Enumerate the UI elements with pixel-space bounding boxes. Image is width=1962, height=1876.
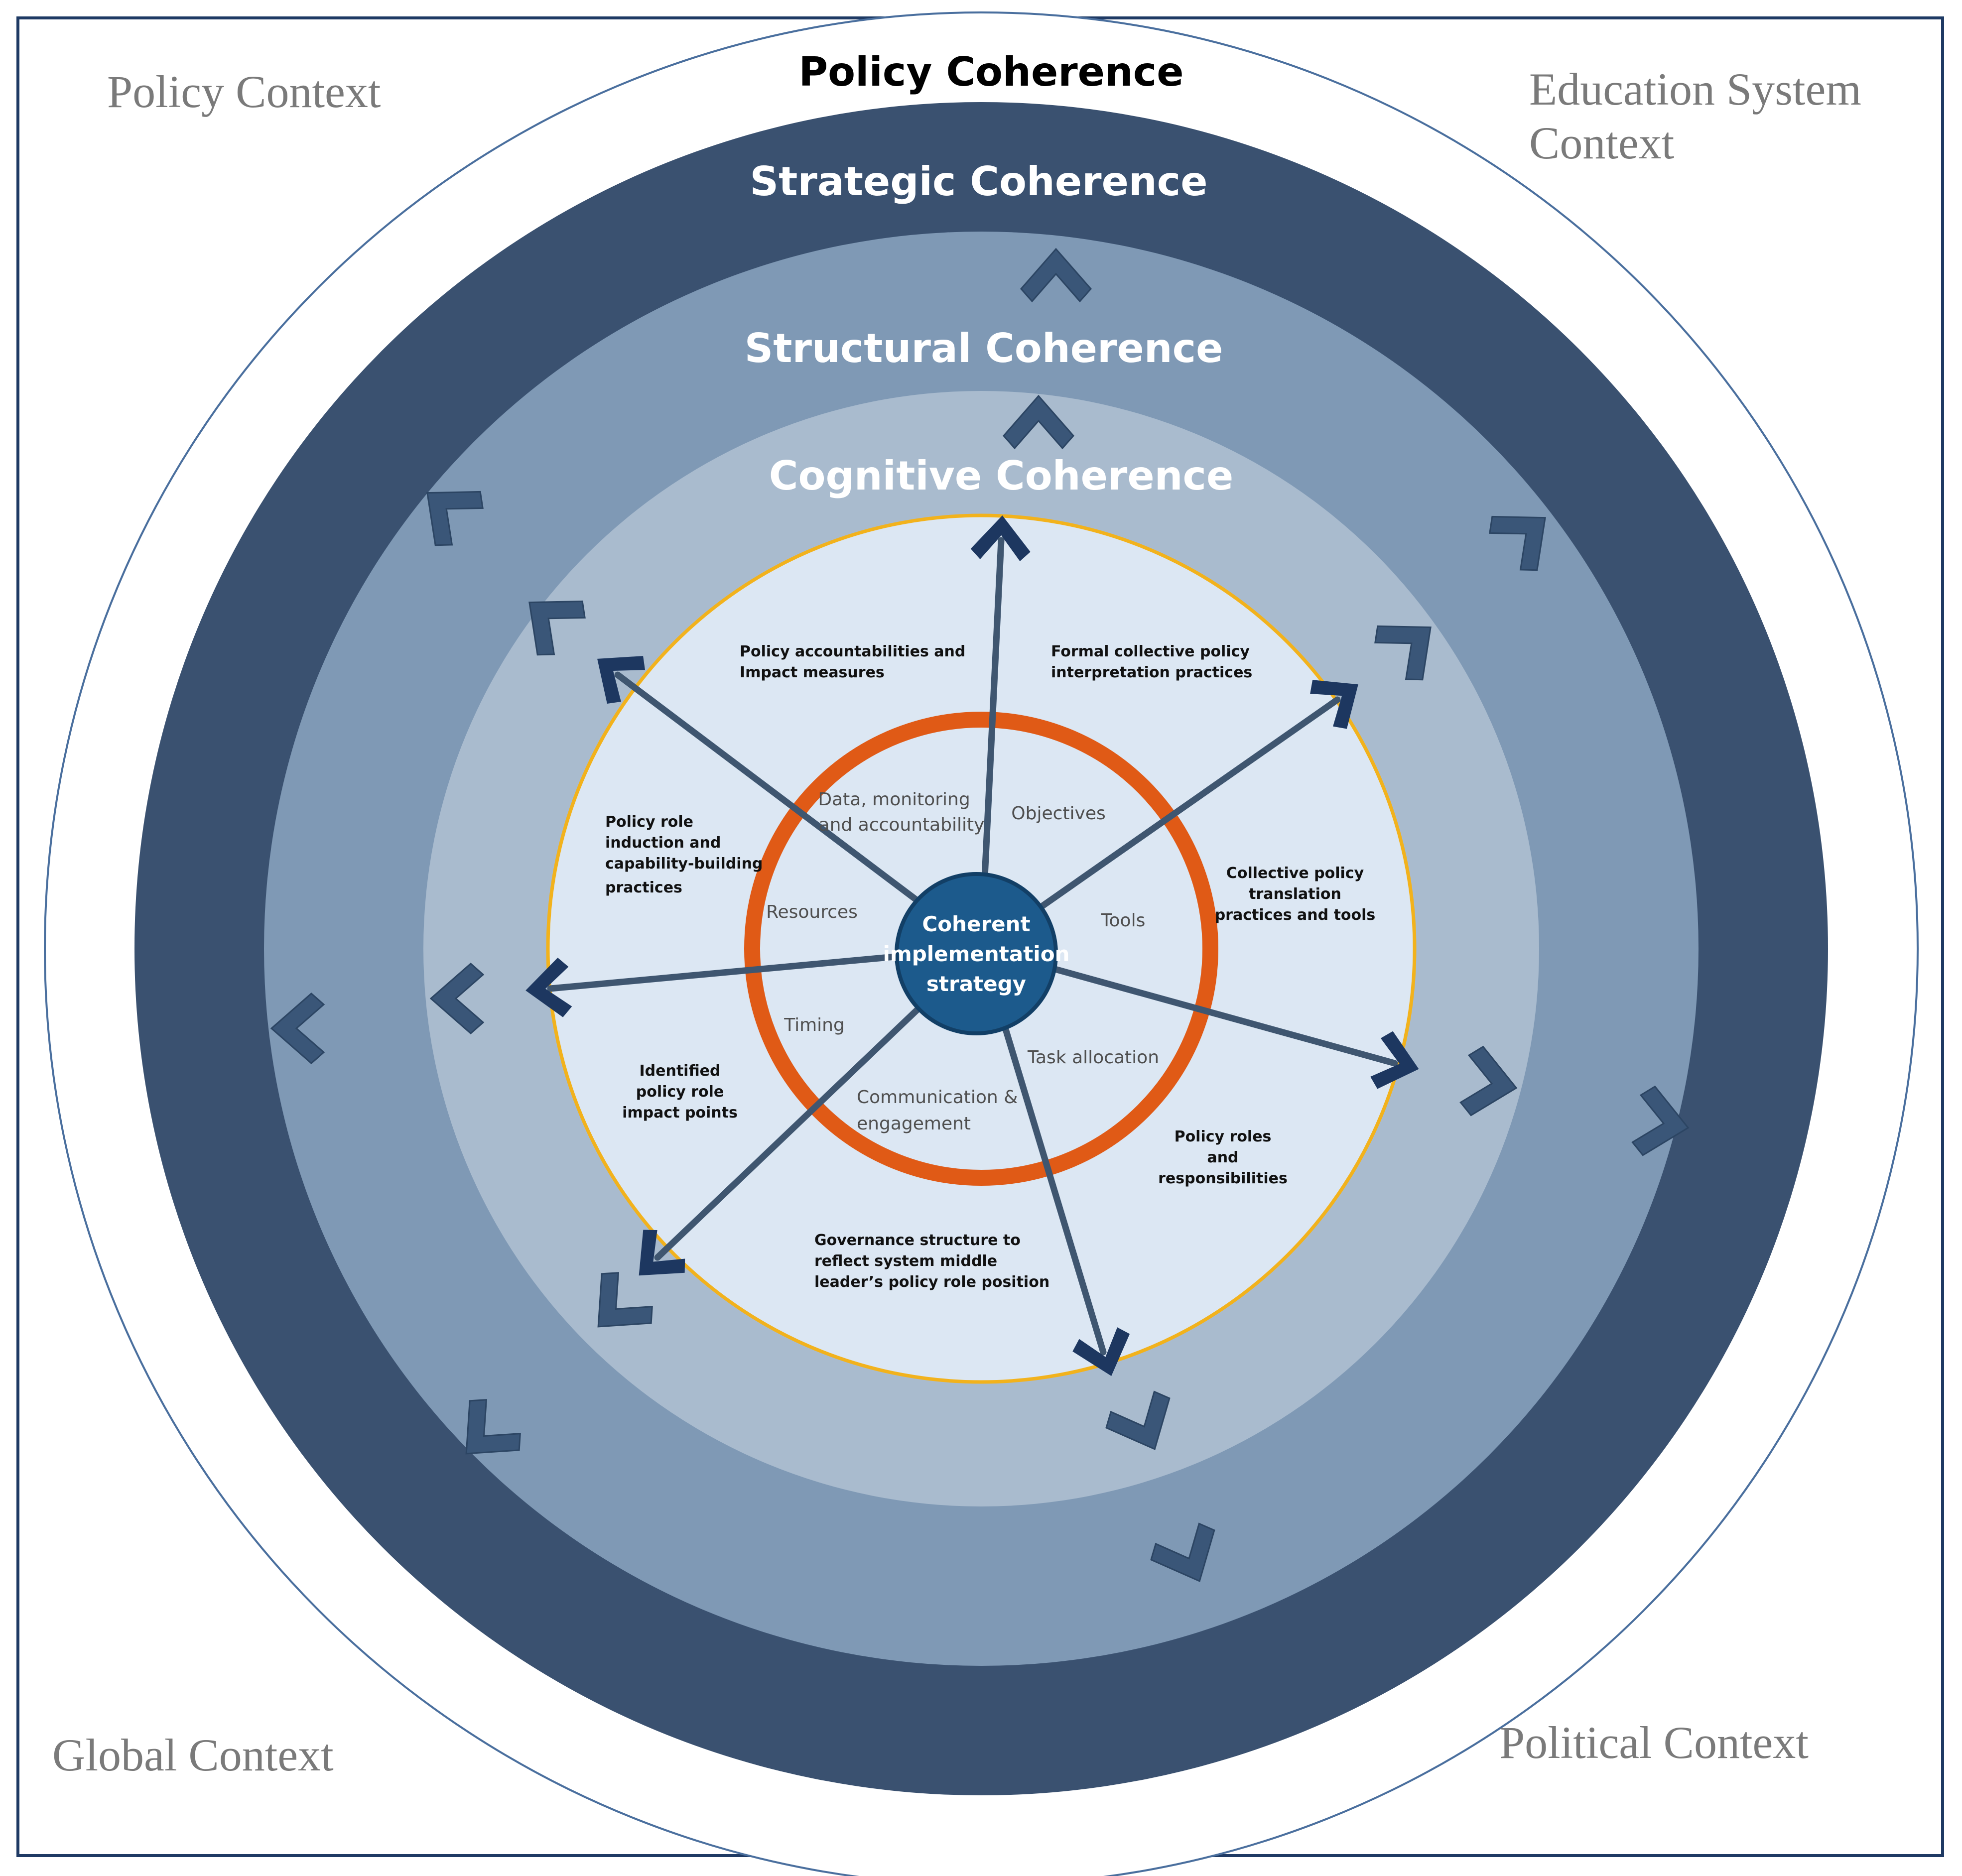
translation-label-line1: Collective policy: [1226, 865, 1364, 882]
communication-label-line1: Communication &: [857, 1087, 1018, 1108]
chevron-icon: [1020, 248, 1092, 303]
governance-label-line1: Governance structure to: [814, 1232, 1021, 1249]
arrowhead-icon: [970, 515, 1031, 562]
communication-label-line2: engagement: [857, 1114, 971, 1134]
impact-points-label-line2: policy role: [636, 1083, 724, 1101]
roles-responsibilities-label-line2: and: [1207, 1149, 1238, 1166]
policy-coherence-title: Policy Coherence: [798, 49, 1183, 95]
tools-label: Tools: [1101, 910, 1146, 931]
arrowhead-icon: [1370, 1031, 1419, 1089]
roles-responsibilities-label-line3: responsibilities: [1158, 1170, 1288, 1187]
ring-titles: Policy Coherence Strategic Coherence Str…: [745, 49, 1234, 499]
chevron-icon: [1489, 515, 1546, 571]
arrowhead-icon: [525, 958, 572, 1017]
accountabilities-label-line1: Policy accountabilities and: [740, 643, 965, 660]
chevron-icon: [426, 491, 484, 546]
chevron-icon: [1150, 1522, 1215, 1582]
data-monitoring-label-line2: and accountability: [819, 815, 985, 835]
structural-coherence-title: Structural Coherence: [745, 325, 1223, 372]
arrowhead-icon: [597, 656, 646, 704]
chevron-icon: [1105, 1390, 1171, 1450]
impact-points-label-line1: Identified: [639, 1062, 720, 1080]
global-context-label: Global Context: [52, 1730, 334, 1780]
chevron-icon: [1459, 1045, 1518, 1117]
data-monitoring-label-line1: Data, monitoring: [818, 789, 970, 810]
spoke-arrowheads: [525, 515, 1419, 1376]
education-system-context-label-line2: Context: [1529, 118, 1675, 168]
arrowhead-icon: [1072, 1327, 1130, 1376]
policy-context-label: Policy Context: [107, 66, 381, 117]
chevron-icon: [597, 1272, 653, 1328]
translation-label-line2: translation: [1249, 885, 1341, 903]
task-allocation-label: Task allocation: [1027, 1047, 1159, 1068]
chevron-icon: [465, 1399, 521, 1455]
role-induction-label-line4: practices: [605, 879, 682, 896]
formal-practices-label-line2: interpretation practices: [1051, 664, 1252, 681]
arrowhead-icon: [1310, 680, 1358, 729]
political-context-label: Political Context: [1499, 1717, 1809, 1768]
center-disc: [895, 872, 1058, 1035]
objectives-label: Objectives: [1011, 803, 1105, 824]
chevron-icon: [270, 993, 325, 1064]
chevron-icon: [1374, 625, 1432, 681]
center-label-line2: implementation: [883, 942, 1070, 966]
role-induction-label-line2: induction and: [605, 834, 721, 852]
center-label-line1: Coherent: [922, 912, 1030, 936]
chevron-icon: [1631, 1085, 1690, 1156]
formal-practices-label-line1: Formal collective policy: [1051, 643, 1250, 660]
center-label-line3: strategy: [926, 972, 1026, 996]
chevron-icon: [1003, 394, 1074, 450]
governance-label-line3: leader’s policy role position: [814, 1273, 1049, 1291]
strategic-coherence-title: Strategic Coherence: [750, 158, 1208, 205]
center-label: Coherent implementation strategy: [883, 912, 1070, 996]
translation-label-line3: practices and tools: [1215, 906, 1376, 924]
resources-label: Resources: [766, 902, 858, 922]
chevron-icon: [528, 600, 586, 656]
chevron-icon: [429, 963, 485, 1034]
roles-responsibilities-label-line1: Policy roles: [1175, 1128, 1272, 1145]
context-labels: Policy Context Education System Context …: [52, 64, 1861, 1780]
education-system-context-label-line1: Education System: [1529, 64, 1861, 115]
outer-labels: Policy accountabilities and Impact measu…: [605, 643, 1375, 1291]
implementation-orange-ring: [744, 712, 1218, 1186]
arrowhead-icon: [639, 1230, 685, 1276]
timing-label: Timing: [784, 1015, 845, 1035]
accountabilities-label-line2: Impact measures: [740, 664, 885, 681]
ring-chevrons: [270, 248, 1690, 1582]
governance-label-line2: reflect system middle: [814, 1252, 997, 1270]
inner-labels: Data, monitoring and accountability Obje…: [766, 789, 1159, 1134]
role-induction-label-line3: capability-building: [605, 855, 763, 873]
role-induction-label-line1: Policy role: [605, 813, 693, 831]
impact-points-label-line3: impact points: [622, 1104, 738, 1122]
cognitive-coherence-title: Cognitive Coherence: [769, 453, 1233, 499]
